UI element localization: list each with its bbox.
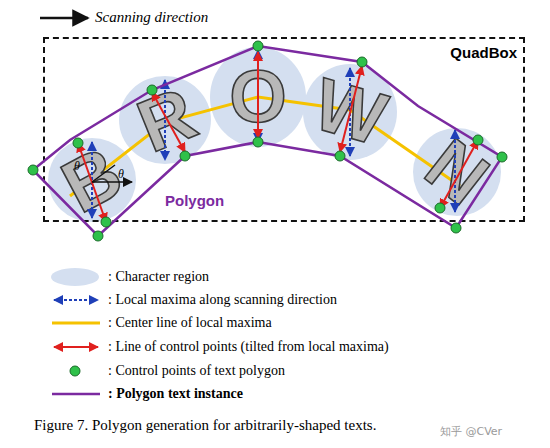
- legend-sample: [48, 313, 104, 333]
- angle-symbol: θ: [74, 160, 80, 172]
- legend-text: : Polygon text instance: [108, 387, 243, 401]
- legend-text: : Line of control points (tilted from lo…: [108, 340, 389, 354]
- character-letter: N: [413, 126, 501, 217]
- figure-caption: Figure 7. Polygon generation for arbitra…: [34, 418, 376, 433]
- character-letter: O: [229, 60, 287, 134]
- box-label: QuadBox: [450, 45, 517, 60]
- angle-symbol: θ: [118, 168, 124, 180]
- direction-label: Scanning direction: [95, 10, 208, 25]
- local-maxima-arrows: [92, 50, 455, 218]
- watermark: 知乎 @CVer: [440, 426, 502, 437]
- polygon-label: Polygon: [165, 193, 224, 208]
- legend-sample: [48, 361, 104, 381]
- legend-sample: [48, 290, 104, 310]
- legend-text: : Center line of local maxima: [108, 316, 272, 330]
- legend-sample: [48, 267, 104, 287]
- control-points: [28, 41, 507, 241]
- control-point-lines: [78, 52, 478, 222]
- legend-sample: [48, 337, 104, 357]
- text-polygon: [33, 46, 502, 236]
- legend-text: : Local maxima along scanning direction: [108, 293, 337, 307]
- legend-text: : Character region: [108, 270, 209, 284]
- legend-text: : Control points of text polygon: [108, 364, 285, 378]
- legend-sample: [48, 384, 104, 404]
- scan-arrow: [40, 17, 88, 20]
